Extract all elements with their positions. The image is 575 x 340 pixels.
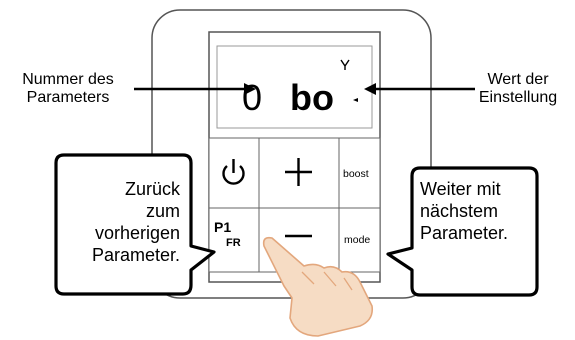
parameter-number-line2: Parameters [26,89,110,106]
speech-left-text: Zurück zum vorherigen Parameter. [60,178,180,266]
speech-left-line1: Zurück [124,179,180,199]
speech-left-line2: zum [145,201,180,221]
power-icon [222,159,245,185]
mode-label: mode [344,234,370,246]
speech-right-line2: nächstem [420,201,499,221]
speech-bubble-left [54,153,216,296]
pointing-hand [262,236,374,337]
p1-button[interactable] [208,207,260,273]
mode-button[interactable] [338,207,381,273]
frost-icon [340,59,350,70]
right-callout-arrow [364,83,475,95]
display-indicator [353,98,358,102]
boost-button[interactable] [338,137,381,209]
parameter-number-line1: Nummer des [22,71,114,88]
setting-value-line1: Wert der [487,71,549,88]
lcd-display [216,45,373,129]
p1-sublabel: FR [226,237,241,249]
parameter-number-label: Nummer des Parameters [4,71,132,107]
setting-value-line2: Einstellung [478,89,558,106]
speech-bubble-right [386,166,539,297]
display-digit: 0 [242,77,262,118]
setting-value-label: Wert der Einstellung [466,71,570,107]
speech-right-line3: Parameter. [420,223,509,243]
boost-label: boost [343,168,369,180]
p1-label: P1 [214,219,231,235]
speech-left-line3: vorherigen [94,223,180,243]
plus-icon [285,158,312,186]
speech-left-line4: Parameter. [91,245,180,265]
left-callout-arrow [134,83,256,95]
display-code: bo [290,77,334,118]
speech-right-line1: Weiter mit [420,179,501,199]
speech-right-text: Weiter mit nächstem Parameter. [420,178,535,244]
